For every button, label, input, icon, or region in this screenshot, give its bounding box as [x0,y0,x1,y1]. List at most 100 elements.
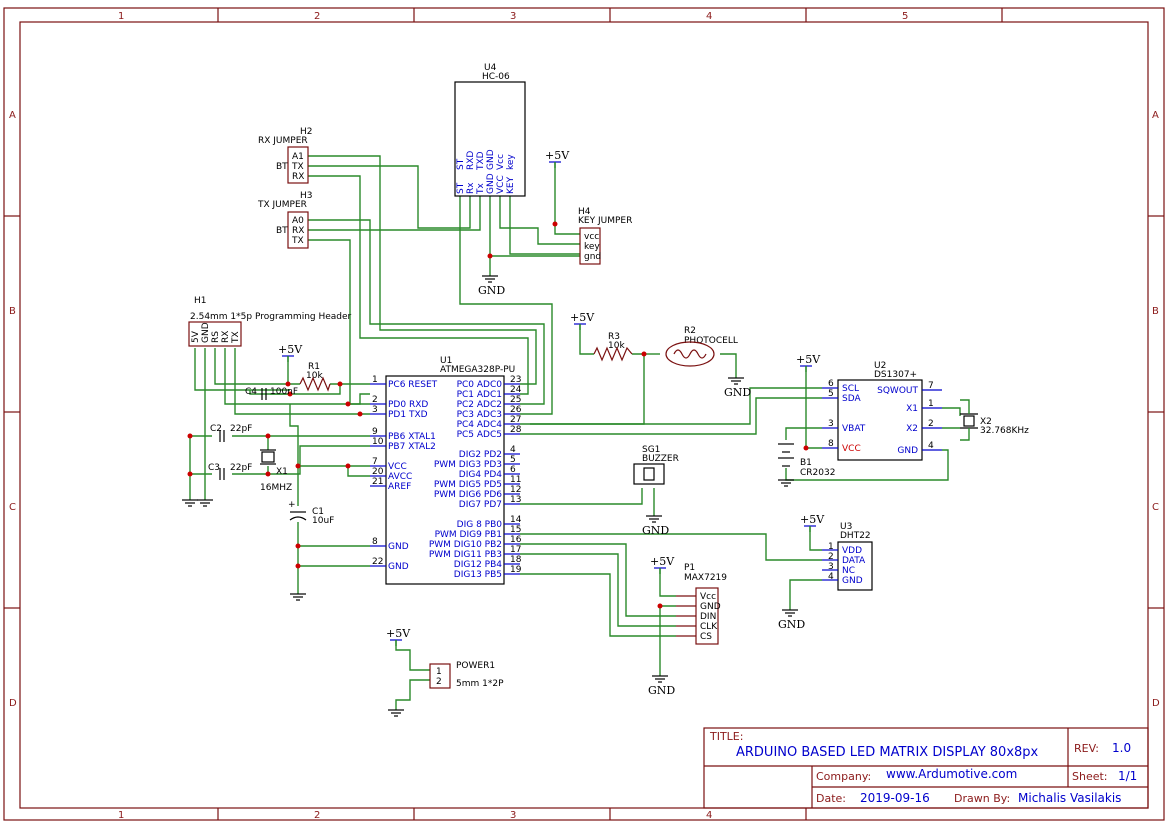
h2-pin-a1: A1 [292,152,304,162]
u1-left-pin-name-3: PB6 XTAL1 [388,432,436,442]
u1-right-pin-name-0: PC0 ADC0 [457,380,503,390]
vcc-label-3: +5V [796,353,821,366]
u4-pin-top-4: Vcc [496,154,506,170]
row-d: D [9,698,17,709]
col-4-bottom: 4 [706,810,712,821]
u1-right-pin-name-1: PC1 ADC1 [457,390,502,400]
power1-ref: POWER1 [456,661,495,671]
u2-right-pin-num-0: 7 [928,381,934,391]
u1-right-pin-num-4: 27 [510,415,521,425]
u1-right-pin-name-11: DIG7 PD7 [459,500,502,510]
u1-right-pin-name-2: PC2 ADC2 [457,400,502,410]
h2-pin-tx: TX [291,162,304,172]
h1-ref: H1 [194,296,207,306]
u2-right-pin-name-3: GND [897,446,918,456]
resistor-r3: R3 10k [593,332,633,362]
u1-left-pin-num-5: 7 [372,457,378,467]
sg1-ref: SG1 [642,445,660,455]
sheet-value: 1/1 [1118,769,1137,783]
u2-right-pin-num-1: 1 [928,399,934,409]
u1-right-pin-num-3: 26 [510,405,522,415]
row-a: A [9,110,16,121]
u1-right-pin-num-7: 5 [510,455,516,465]
h1-pin-4: TX [231,331,241,344]
u1-left-pin-name-6: AVCC [388,472,412,482]
power1-pin-2: 2 [436,677,442,687]
u1-right-pin-name-3: PC3 ADC3 [457,410,502,420]
row-c-right: C [1152,502,1159,513]
h4-value: KEY JUMPER [578,216,632,226]
u2-right-pin-num-3: 4 [928,441,934,451]
vcc-label-5: +5V [650,555,675,568]
u1-left-pin-num-1: 2 [372,395,378,405]
c2-value: 22pF [230,424,252,434]
col-4: 4 [706,11,712,22]
p1-pin-2: DIN [700,612,716,622]
u1-right-pin-num-10: 12 [510,485,521,495]
row-d-right: D [1152,698,1160,709]
x1-value: 16MHZ [260,483,292,493]
r1-value: 10k [306,371,323,381]
rx-jumper: H2 RX JUMPER A1 TX RX BT [258,127,313,184]
drawn-label: Drawn By: [954,792,1010,805]
u4-pin-top-1: RXD [466,151,476,170]
h4-pin-key: key [584,242,600,252]
u1-value: ATMEGA328P-PU [440,365,515,375]
u3-ref: U3 [840,522,852,532]
u1-left-pin-num-8: 8 [372,537,378,547]
junctions [187,221,809,609]
u1-right-pin-num-2: 25 [510,395,521,405]
date-value: 2019-09-16 [860,791,930,805]
u3-pin-num-1: 2 [828,552,834,562]
u1-right-pin-name-8: DIG4 PD4 [459,470,503,480]
u2-value: DS1307+ [874,370,917,380]
c1-ref: C1 [312,507,324,517]
h3-pin-a0: A0 [292,216,304,226]
c3-ref: C3 [208,463,220,473]
u3-pin-num-2: 3 [828,562,834,572]
u1-ref: U1 [440,356,452,366]
date-label: Date: [816,792,846,805]
c4-value: 100nF [270,387,298,397]
u1-left-pin-num-6: 20 [372,467,384,477]
capacitor-c2: C2 22pF [210,424,252,442]
rev-value: 1.0 [1112,741,1131,755]
wires [189,155,961,710]
col-1: 1 [118,11,124,22]
title-block: TITLE: ARDUINO BASED LED MATRIX DISPLAY … [703,727,1149,809]
u4-pin-bot-1: Rx [466,182,476,194]
p1-value: MAX7219 [684,573,727,583]
c1-value: 10uF [312,516,334,526]
x2-ref: X2 [980,417,992,427]
vcc-label-4: +5V [800,513,825,526]
c2-ref: C2 [210,424,222,434]
u1-right-pin-num-1: 24 [510,385,522,395]
u2-ref: U2 [874,361,886,371]
u1-right-pin-name-5: PC5 ADC5 [457,430,502,440]
buzzer-sg1: SG1 BUZZER [633,445,679,485]
u2-left-pin-num-0: 6 [828,379,834,389]
u1-left-pin-name-8: GND [388,542,409,552]
u1-left-pin-name-1: PD0 RXD [388,400,428,410]
u1-left-pin-name-7: AREF [388,482,411,492]
col-3: 3 [510,11,516,22]
u2-right-pin-name-2: X2 [906,424,918,434]
battery-b1: B1 CR2032 [778,443,835,478]
h2-ref: H2 [300,127,313,137]
h3-pin-rx: RX [292,226,304,236]
h2-bt-label: BT [276,162,288,172]
col-3-bottom: 3 [510,810,516,821]
u2-right-pin-name-1: X1 [906,404,918,414]
p1-pin-4: CS [700,632,712,642]
company-value: www.Ardumotive.com [886,767,1017,781]
gnd-label-5: GND [642,524,669,537]
u2-right-pin-name-0: SQWOUT [877,386,918,396]
sheet-frame: 1 2 3 4 5 1 2 3 4 A B C D A B C D [3,7,1165,821]
